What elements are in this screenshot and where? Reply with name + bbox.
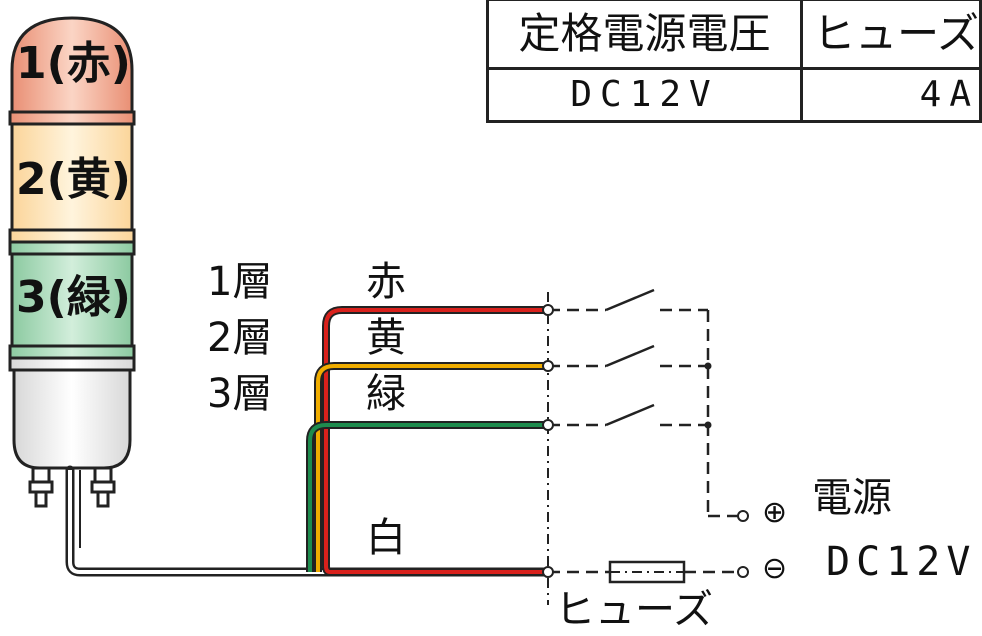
terminal-right [93, 466, 113, 484]
tier1-red-lens [10, 16, 134, 114]
power-label: 電源 [812, 475, 892, 521]
rating-table: 定格電源電圧 ヒューズ DC12V 4A [485, 0, 982, 123]
tier1-label: 1(赤) [16, 38, 131, 89]
layer-2-label: 2層 [207, 315, 273, 361]
switch-2 [605, 344, 655, 368]
wire-red-label: 赤 [366, 259, 406, 305]
tier3-ring [8, 344, 136, 360]
power-minus-terminal [737, 566, 749, 578]
switch-3 [605, 403, 655, 427]
fuse-label: ヒューズ [555, 587, 713, 633]
wire-white-label: 白 [366, 515, 406, 561]
tier2-ring [8, 228, 136, 244]
switches [605, 288, 655, 427]
terminal-points [542, 304, 749, 578]
wire-green-label: 緑 [366, 371, 406, 417]
base-body [12, 368, 132, 470]
tier1-ring [8, 110, 136, 126]
power-plus-terminal [737, 510, 749, 522]
plus-icon: ⊕ [762, 495, 788, 530]
layer-3-label: 3層 [207, 371, 273, 417]
switch-1 [605, 288, 655, 312]
tier3-green-lens [10, 252, 134, 348]
terminal-left [31, 466, 51, 484]
wire-yellow-label: 黄 [366, 315, 406, 361]
rated-voltage-header: 定格電源電圧 [485, 0, 804, 70]
rated-voltage-value: DC12V [485, 67, 804, 123]
signal-tower [8, 16, 136, 508]
power-voltage: DC12V [826, 539, 977, 585]
fuse-value: 4A [800, 67, 982, 123]
tier3-label: 3(緑) [16, 272, 131, 323]
tier2-label: 2(黄) [16, 154, 131, 205]
wire-bundle [306, 306, 548, 576]
layer-1-label: 1層 [207, 259, 273, 305]
wire-red [324, 308, 548, 574]
external-circuit [548, 308, 738, 574]
tier2-yellow-lens [10, 122, 134, 232]
wire-yellow [316, 364, 548, 572]
minus-icon: ⊖ [762, 551, 788, 586]
tier3-ring-top [8, 240, 136, 256]
wire-green [308, 423, 548, 572]
base-ring [8, 356, 136, 372]
fuse-header: ヒューズ [800, 0, 982, 70]
cable-core [68, 470, 548, 574]
